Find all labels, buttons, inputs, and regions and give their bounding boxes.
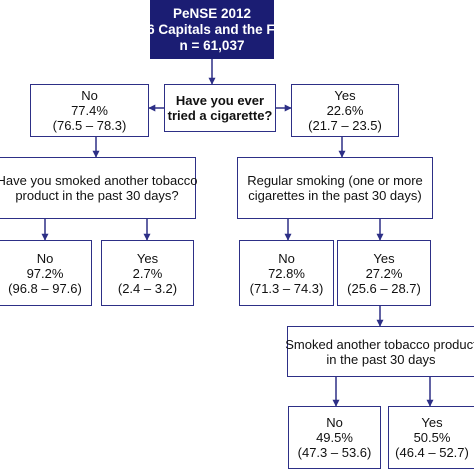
result-label: Yes [136,250,159,266]
header-subtitle: 26 Capitals and the FD [139,21,285,37]
result-no-other-tobacco: No 97.2% (96.8 – 97.6) [0,240,92,306]
result-no-tried: No 77.4% (76.5 – 78.3) [30,84,149,137]
result-label: Yes [421,415,443,430]
result-label: No [326,415,343,430]
result-yes-smoked-other: Yes 50.5% (46.4 – 52.7) [388,406,474,469]
result-label: No [36,250,54,266]
result-no-smoked-other: No 49.5% (47.3 – 53.6) [288,406,381,469]
result-percent: 72.8% [268,265,305,281]
result-ci: (21.7 – 23.5) [308,118,382,133]
result-ci: (2.4 – 3.2) [117,280,178,296]
result-percent: 49.5% [316,430,353,445]
result-percent: 2.7% [132,265,163,281]
header-title: PeNSE 2012 [172,5,252,21]
result-ci: (47.3 – 53.6) [297,445,372,460]
result-percent: 22.6% [326,103,364,118]
result-ci: (25.6 – 28.7) [347,280,421,296]
result-label: Yes [373,250,395,266]
result-yes-regular: Yes 27.2% (25.6 – 28.7) [337,240,431,306]
result-percent: 50.5% [413,430,451,445]
result-percent: 27.2% [365,265,403,281]
result-percent: 77.4% [71,103,108,118]
result-label: No [81,88,98,103]
result-ci: (71.3 – 74.3) [249,280,324,296]
result-no-regular: No 72.8% (71.3 – 74.3) [239,240,334,306]
result-yes-tried: Yes 22.6% (21.7 – 23.5) [291,84,399,137]
result-ci: (96.8 – 97.6) [8,280,82,296]
question-other-tobacco: Have you smoked another tobacco product … [0,157,197,219]
question-smoked-other-tobacco: Smoked another tobacco product in the pa… [285,326,474,377]
result-ci: (46.4 – 52.7) [395,445,469,460]
result-yes-other-tobacco: Yes 2.7% (2.4 – 3.2) [101,240,194,306]
result-percent: 97.2% [26,265,64,281]
header-sample-size: n = 61,037 [179,37,245,53]
result-label: No [278,250,295,266]
question-tried-cigarette: Have you ever tried a cigarette? [164,84,276,132]
result-label: Yes [334,88,356,103]
result-ci: (76.5 – 78.3) [52,118,127,133]
header-box: PeNSE 2012 26 Capitals and the FD n = 61… [140,0,284,59]
question-regular-smoking: Regular smoking (one or more cigarettes … [237,157,433,219]
